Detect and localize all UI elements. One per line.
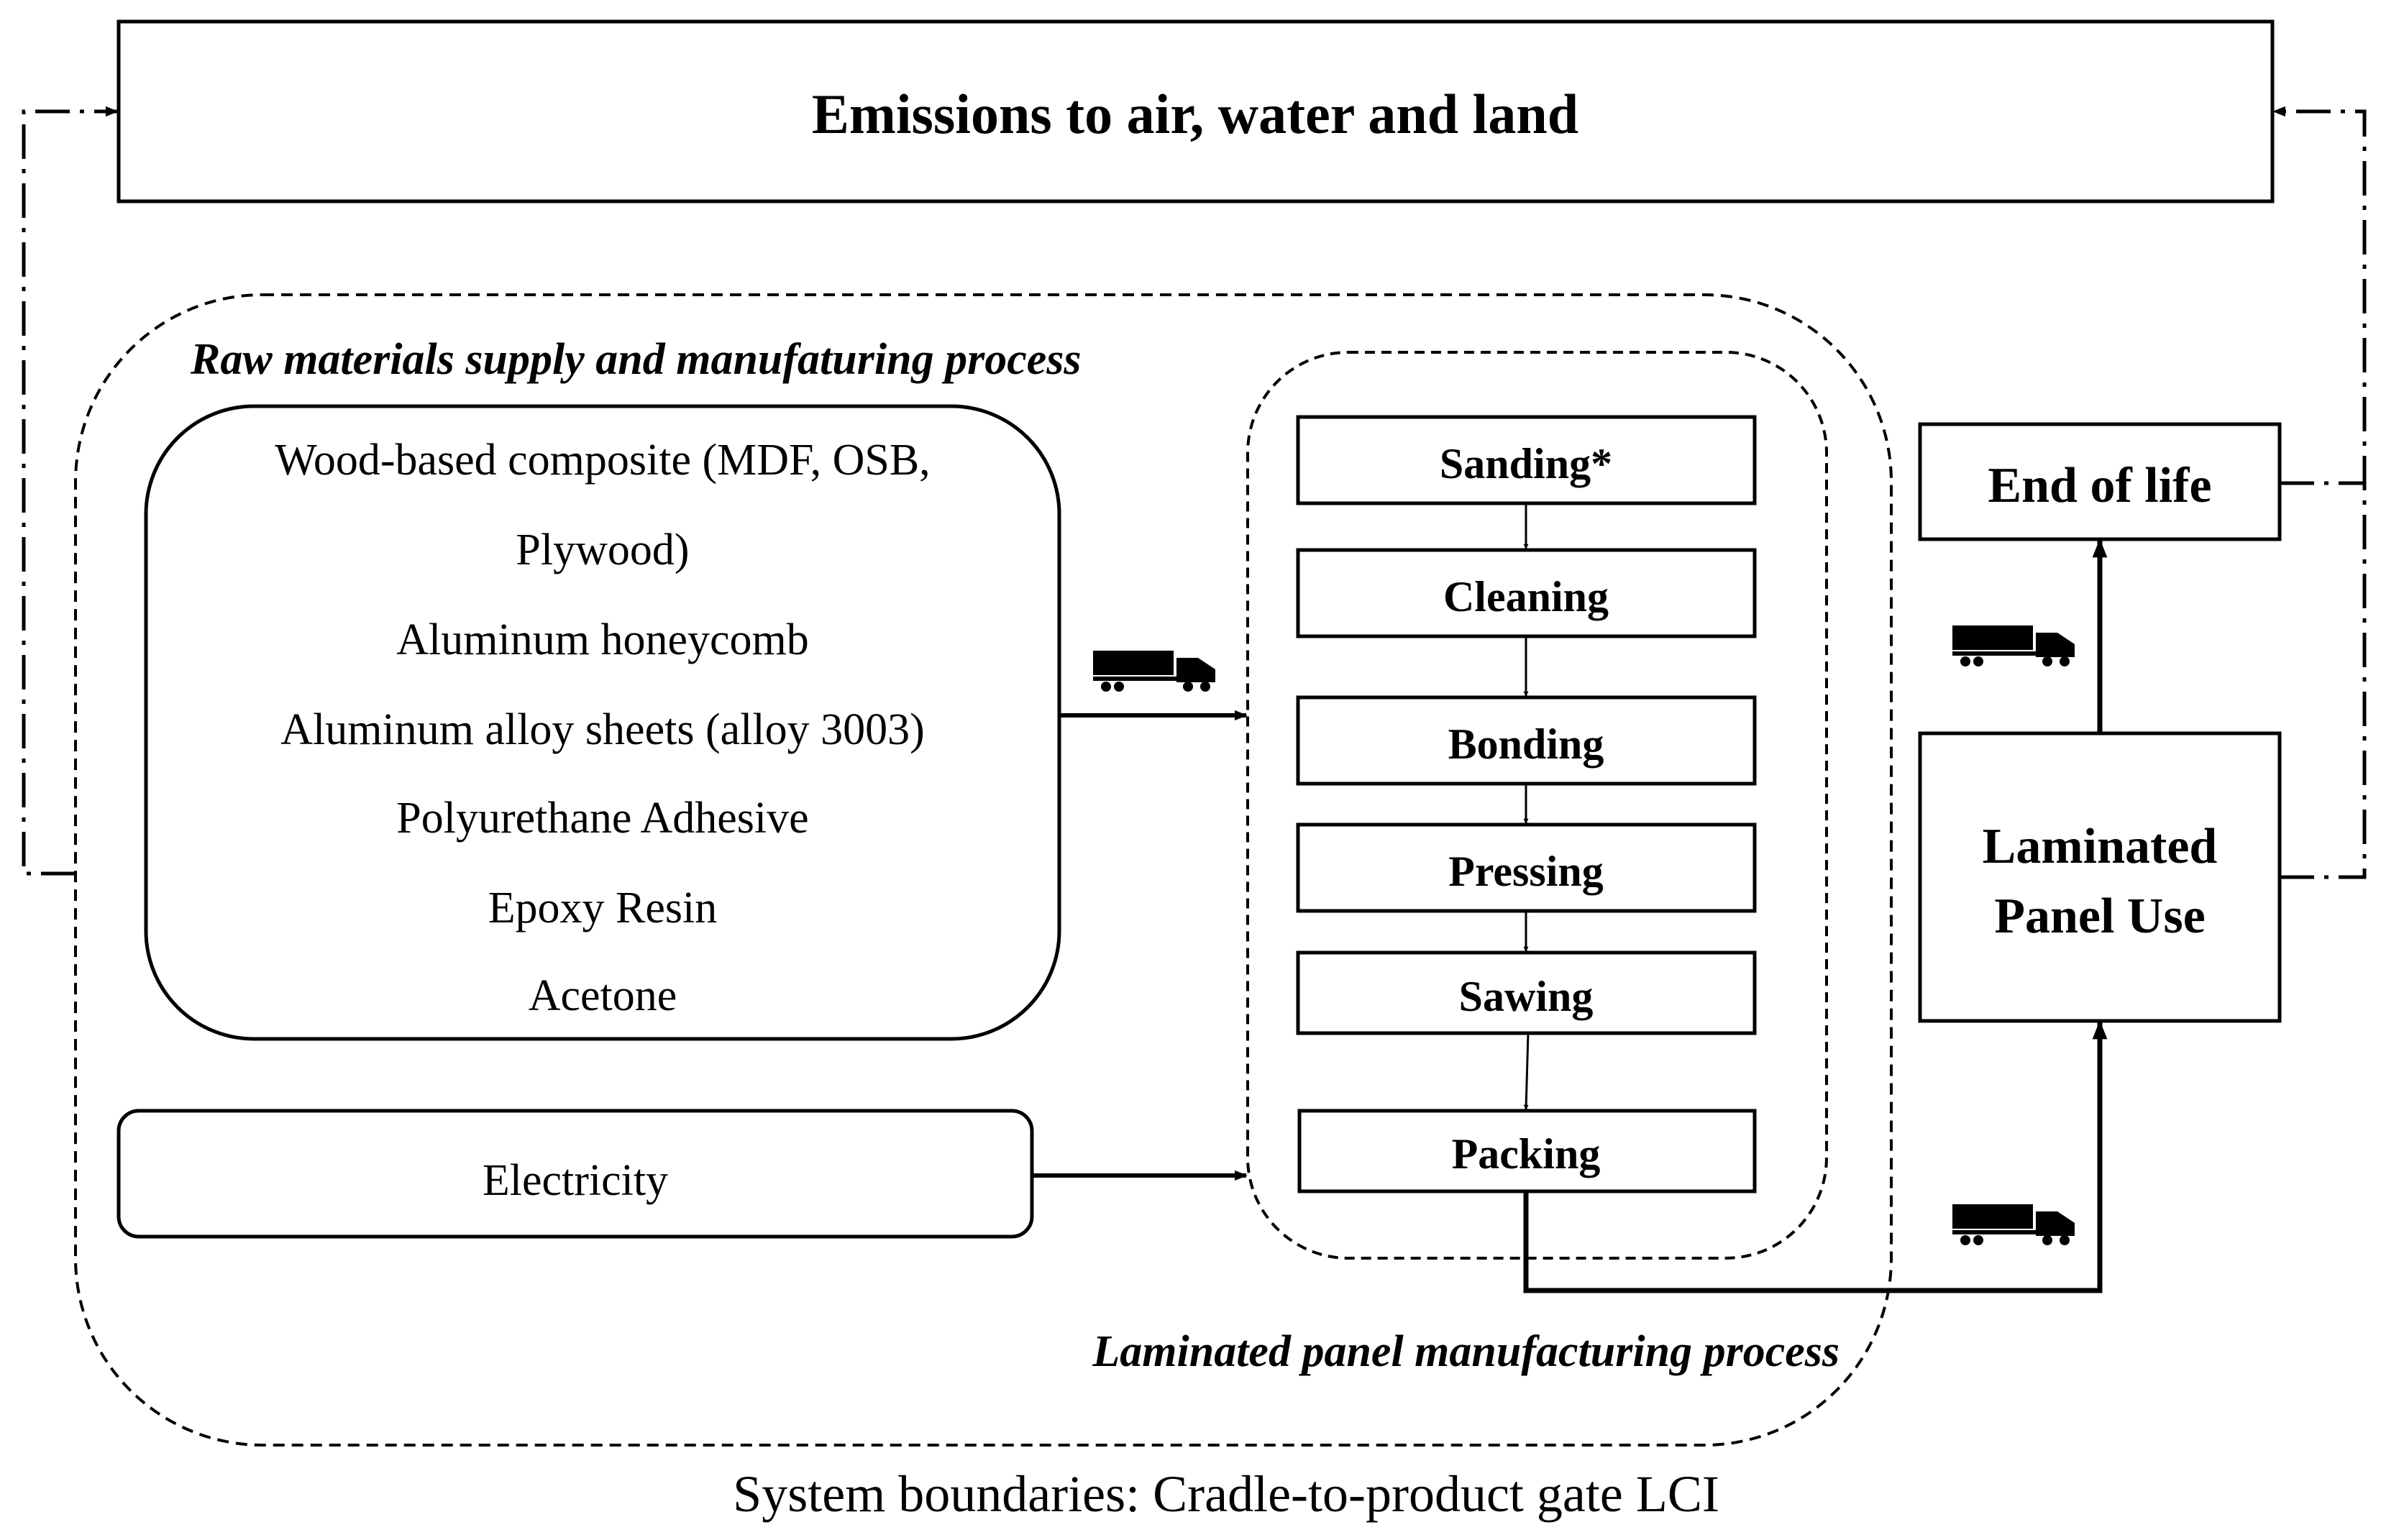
end-of-life-label: End of life: [1988, 458, 2211, 513]
truck-icon: [1952, 1204, 2075, 1245]
manufacturing-boundary: [1246, 351, 1828, 1260]
material-item: Plywood): [516, 526, 689, 574]
step-label-sawing: Sawing: [1459, 973, 1594, 1020]
truck-icon: [1093, 651, 1215, 692]
electricity-label: Electricity: [483, 1156, 668, 1205]
raw-materials-section-label: Raw materials supply and manufaturing pr…: [190, 335, 1082, 384]
manufacturing-steps: Sanding* Cleaning Bonding Pressing Sawin…: [1296, 415, 1757, 1193]
panel-use-label-line2: Panel Use: [1994, 889, 2206, 944]
raw-materials-list: Wood-based composite (MDF, OSB, Plywood)…: [275, 436, 930, 1020]
emissions-label: Emissions to air, water and land: [812, 83, 1578, 145]
step-label-sanding: Sanding*: [1440, 440, 1612, 487]
material-item: Polyurethane Adhesive: [396, 794, 808, 843]
raw-materials-box: [144, 404, 1061, 1041]
material-item: Aluminum honeycomb: [396, 615, 808, 664]
panel-use-label-line1: Laminated: [1983, 819, 2218, 874]
packing-to-use-arrow: [1523, 1020, 2108, 1293]
left-emissions-flow: [22, 106, 119, 876]
material-item: Aluminum alloy sheets (alloy 3003): [280, 705, 924, 754]
step-box-packing: [1297, 1109, 1757, 1193]
step-box-pressing: [1296, 822, 1757, 913]
step-label-bonding: Bonding: [1448, 720, 1604, 768]
system-boundary: [74, 293, 1893, 1447]
emissions-box: Emissions to air, water and land: [116, 19, 2275, 203]
step-box-sawing: [1296, 950, 1757, 1035]
step-arrow: [1523, 1032, 1530, 1110]
panel-use-box: [1918, 731, 2282, 1023]
step-label-packing: Packing: [1452, 1130, 1601, 1178]
material-item: Acetone: [529, 971, 677, 1020]
truck-icon: [1952, 625, 2075, 666]
manufacturing-section-label: Laminated panel manufacturing process: [1092, 1327, 1840, 1376]
diagram-caption: System boundaries: Cradle-to-product gat…: [733, 1465, 1719, 1523]
step-label-pressing: Pressing: [1448, 848, 1604, 895]
end-of-life-box: [1918, 422, 2282, 541]
step-label-cleaning: Cleaning: [1443, 573, 1609, 620]
step-box-sanding: [1296, 415, 1757, 505]
material-item: Epoxy Resin: [488, 884, 718, 932]
material-item: Wood-based composite (MDF, OSB,: [275, 436, 930, 485]
step-box-cleaning: [1296, 548, 1757, 638]
right-emissions-flow: [2272, 106, 2367, 879]
